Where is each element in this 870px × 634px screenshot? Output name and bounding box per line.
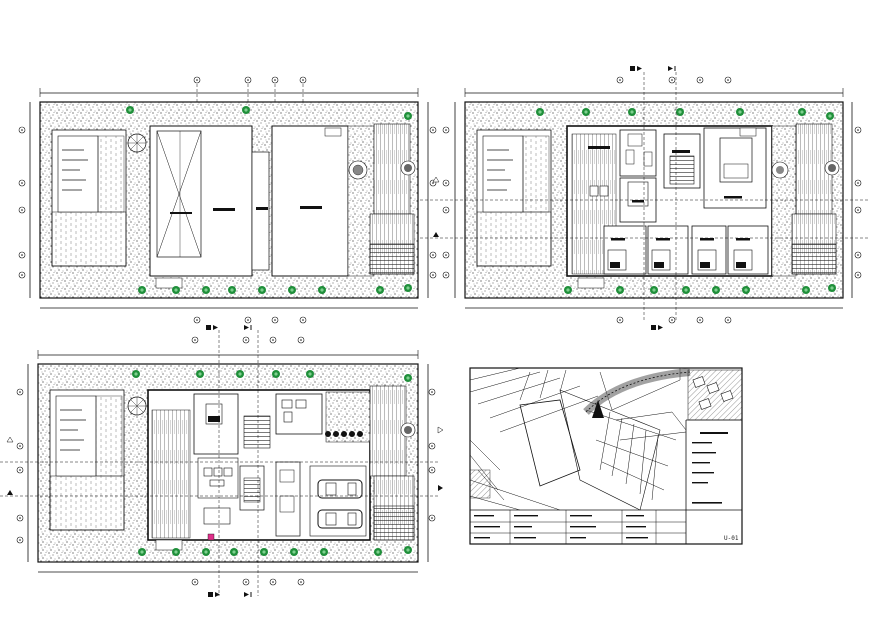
north-arrow-icon xyxy=(592,400,604,418)
location-plan: U-01 xyxy=(469,367,743,545)
section-marker-icon xyxy=(6,426,444,597)
car-icon xyxy=(317,479,363,529)
second-floor-plan xyxy=(420,66,870,330)
roof-plan xyxy=(18,76,437,330)
section-marker-icon xyxy=(206,325,252,330)
bed-icon xyxy=(610,262,746,268)
section-marker-icon xyxy=(432,66,676,330)
road-curve xyxy=(583,368,691,415)
ground-floor-plan xyxy=(0,330,444,597)
sheet-code: U-01 xyxy=(724,535,739,542)
